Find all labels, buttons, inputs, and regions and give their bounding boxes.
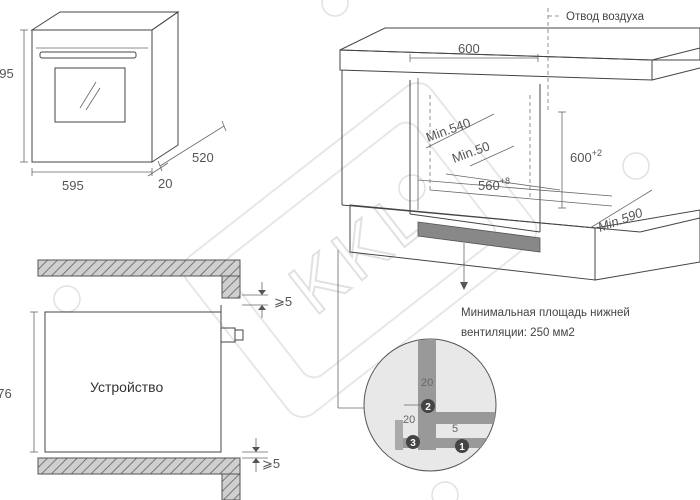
watermark-circle — [53, 285, 81, 313]
watermark-circle — [431, 481, 459, 500]
detail-badge-1: 1 — [459, 442, 465, 453]
opening-width-label: 560 — [478, 178, 500, 193]
detail-dim-c: 5 — [452, 423, 458, 435]
oven-height-label: 595 — [0, 66, 14, 81]
watermark-circle — [398, 174, 426, 202]
oven-width-label: 595 — [62, 178, 84, 193]
ventilation-note-line1: Минимальная площадь нижней — [461, 307, 630, 319]
detail-magnifier: 20 20 5 2 3 1 — [363, 338, 497, 472]
section-drawing: Устройство 576 ⩾5 ⩾5 — [0, 259, 292, 500]
detail-badge-2: 2 — [425, 402, 431, 413]
svg-text:560+8: 560+8 — [478, 176, 510, 193]
min-gap-label: Min.50 — [450, 138, 492, 165]
opening-height-label: 600 — [570, 150, 592, 165]
watermark-circle — [622, 152, 650, 180]
min-inner-depth-label: Min.540 — [424, 115, 473, 145]
ventilation-note-line2: вентиляции: 250 мм2 — [461, 327, 575, 339]
air-outlet-label: Отвод воздуха — [566, 11, 645, 23]
detail-badge-3: 3 — [410, 438, 416, 449]
opening-height-tolerance: +2 — [592, 148, 602, 158]
bottom-gap-label: ⩾5 — [262, 456, 280, 471]
watermark-circle — [321, 0, 349, 17]
watermark: KKL — [53, 0, 650, 500]
top-gap-label: ⩾5 — [274, 294, 292, 309]
cabinet-width-label: 600 — [458, 41, 480, 56]
oven-drawing: 595 595 520 20 — [0, 11, 227, 193]
svg-text:600+2: 600+2 — [570, 148, 602, 165]
detail-dim-b: 20 — [403, 414, 415, 426]
detail-dim-a: 20 — [421, 377, 433, 389]
device-label: Устройство — [90, 379, 163, 395]
device-height-label: 576 — [0, 386, 12, 401]
watermark-text: KKL — [275, 172, 446, 330]
oven-door-depth-label: 20 — [158, 176, 172, 191]
oven-depth-label: 520 — [192, 150, 214, 165]
opening-width-tolerance: +8 — [500, 176, 510, 186]
